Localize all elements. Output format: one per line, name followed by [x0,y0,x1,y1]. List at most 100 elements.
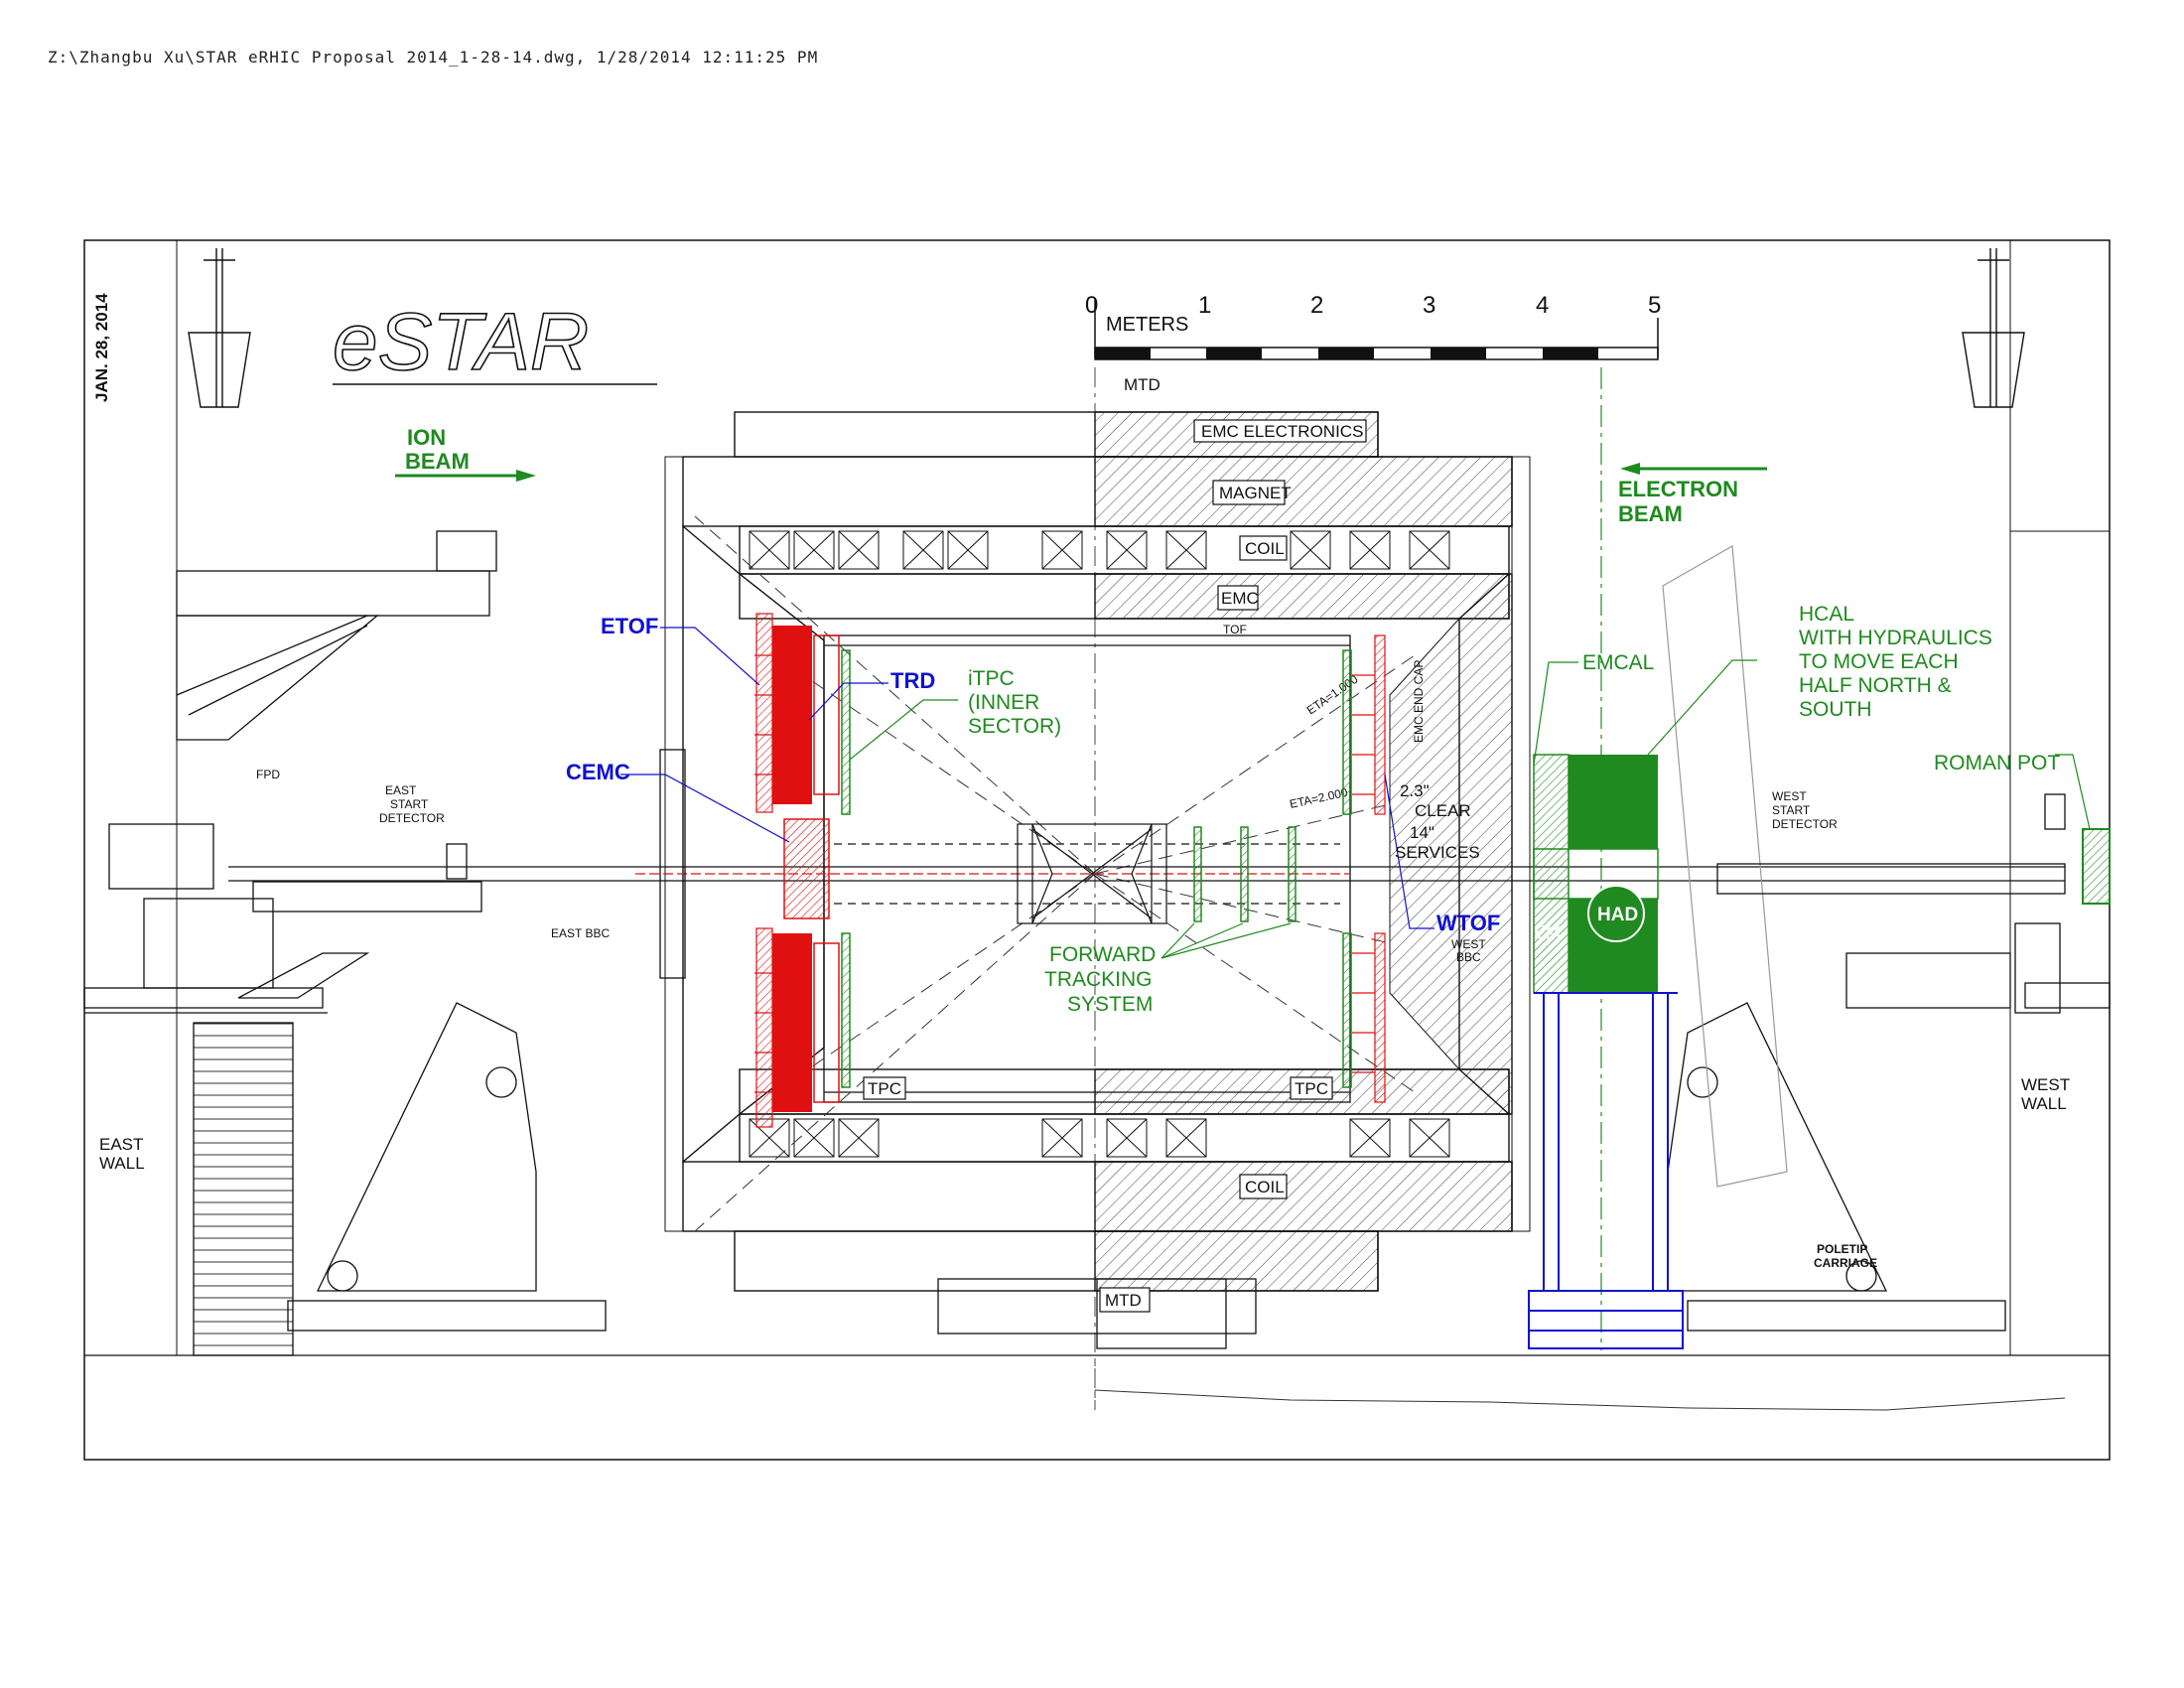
coil-top-label: COIL [1245,539,1285,558]
roman-pot [2082,828,2111,905]
had-label: HAD [1597,905,1638,925]
scale-tick-0: 0 [1085,292,1098,319]
west-platform [1716,793,2111,1014]
wtof-bottom [1374,932,1386,1103]
west-endcap-hatch [1389,617,1460,1071]
trd-top [772,626,812,804]
tof-label: TOF [1223,623,1247,636]
scale-tick-5: 5 [1648,292,1661,319]
poletip-line1: POLETIP [1817,1242,1867,1256]
scale-tick-1: 1 [1198,292,1211,319]
eta-label-1: ETA=1.000 [1304,672,1361,718]
hcal-line4: HALF NORTH & [1799,674,1952,697]
west-start-line3: DETECTOR [1772,817,1838,831]
crane-hook-left [188,248,251,408]
em-label: EM [1534,922,1561,942]
wtof-top [1374,634,1386,815]
ion-beam-line1: ION [407,425,446,450]
magnet-label: MAGNET [1219,484,1292,502]
hcal-line5: SOUTH [1799,698,1872,721]
emc-electronics-label: EMC ELECTRONICS [1201,422,1363,441]
ion-beam: ION BEAM [395,425,536,482]
mtd-top-label: MTD [1124,375,1160,394]
crane-hook-right [1962,248,2025,408]
file-header: Z:\Zhangbu Xu\STAR eRHIC Proposal 2014_1… [48,48,819,67]
west-wall-line2: WALL [2021,1094,2067,1113]
trd-bottom [772,933,812,1112]
hcal-line3: TO MOVE EACH [1799,650,1959,673]
itpc-line2: (INNER [968,691,1039,714]
wtof-label: WTOF [1436,911,1500,935]
east-wall-line1: EAST [99,1135,143,1154]
date-label: JAN. 28, 2014 [92,293,111,402]
estar-title: eSTAR [333,297,589,387]
east-start-line2: START [390,797,429,811]
hcal-rotated-outline [1662,545,1788,1188]
coil-bottom-label: COIL [1245,1178,1285,1196]
emcal-label: EMCAL [1582,651,1654,674]
forward-tracking-line1: FORWARD [1049,943,1156,966]
west-bbc-line1: WEST [1451,937,1486,951]
roman-pot-label: ROMAN POT [1934,752,2060,774]
clear-dim: 2.3" [1400,781,1430,800]
itpc-east-bottom [841,932,851,1088]
had-marker [1587,885,1645,942]
carriages [287,1002,2006,1349]
tpc-left-label: TPC [868,1079,901,1098]
scale-tick-3: 3 [1423,292,1435,319]
itpc-east-top [841,649,851,815]
scale-tick-4: 4 [1536,292,1549,319]
scale-tick-2: 2 [1310,292,1323,319]
clear-label: CLEAR [1415,801,1471,820]
east-platform [83,530,686,1356]
east-bbc-label: EAST BBC [551,926,610,940]
west-start-line1: WEST [1772,789,1807,803]
mtd-bottom-label: MTD [1105,1291,1142,1310]
cemc [783,818,830,919]
poletip-line2: CARRIAGE [1814,1256,1877,1270]
electron-beam-line2: BEAM [1618,501,1683,526]
hcal-support [1528,992,1684,1349]
tpc-right-label: TPC [1295,1079,1328,1098]
west-calorimeters [1533,754,1659,994]
hcal-line2: WITH HYDRAULICS [1799,627,1992,649]
east-wall-line2: WALL [99,1154,145,1173]
ion-beam-line2: BEAM [405,449,470,474]
ion-beam-arrow-icon [516,470,536,482]
east-red-detectors [755,613,840,1128]
etof-top [755,613,773,813]
itpc-west-bottom [1342,932,1352,1088]
west-bbc-line2: BBC [1456,950,1481,964]
emc-label: EMC [1221,589,1259,608]
emc-end-cap-label: EMC END CAP [1412,660,1426,743]
east-start-line3: DETECTOR [379,811,445,825]
emcal [1533,754,1570,994]
services-label: SERVICES [1395,843,1480,862]
electron-beam-arrow-icon [1620,463,1640,475]
scale-bar: 0 1 2 3 4 5 METERS [1085,292,1661,360]
etof-bottom [755,927,773,1128]
forward-tracking-planes [1193,826,1297,922]
west-wall-line1: WEST [2021,1075,2070,1094]
electron-beam-line1: ELECTRON [1618,477,1738,501]
west-start-line2: START [1772,803,1811,817]
beam-pipe [228,823,2065,924]
electron-beam: ELECTRON BEAM [1618,463,1767,526]
eta-label-2: ETA=2.000 [1289,785,1349,811]
etof-label: ETOF [601,614,658,638]
hcal-top [1569,755,1658,849]
forward-tracking-line3: SYSTEM [1067,993,1153,1016]
forward-tracking-line2: TRACKING [1044,968,1153,991]
east-start-line1: EAST [385,783,417,797]
trd-label: TRD [890,668,935,693]
itpc-line1: iTPC [968,667,1015,690]
hcal-line1: HCAL [1799,603,1854,626]
scale-unit: METERS [1106,314,1188,336]
cemc-label: CEMC [566,760,630,784]
itpc-west-top [1342,649,1352,815]
itpc-line3: SECTOR) [968,715,1061,738]
fpd-label: FPD [256,768,280,781]
ground-profile [1094,1389,2066,1411]
services-dim: 14" [1410,823,1434,842]
